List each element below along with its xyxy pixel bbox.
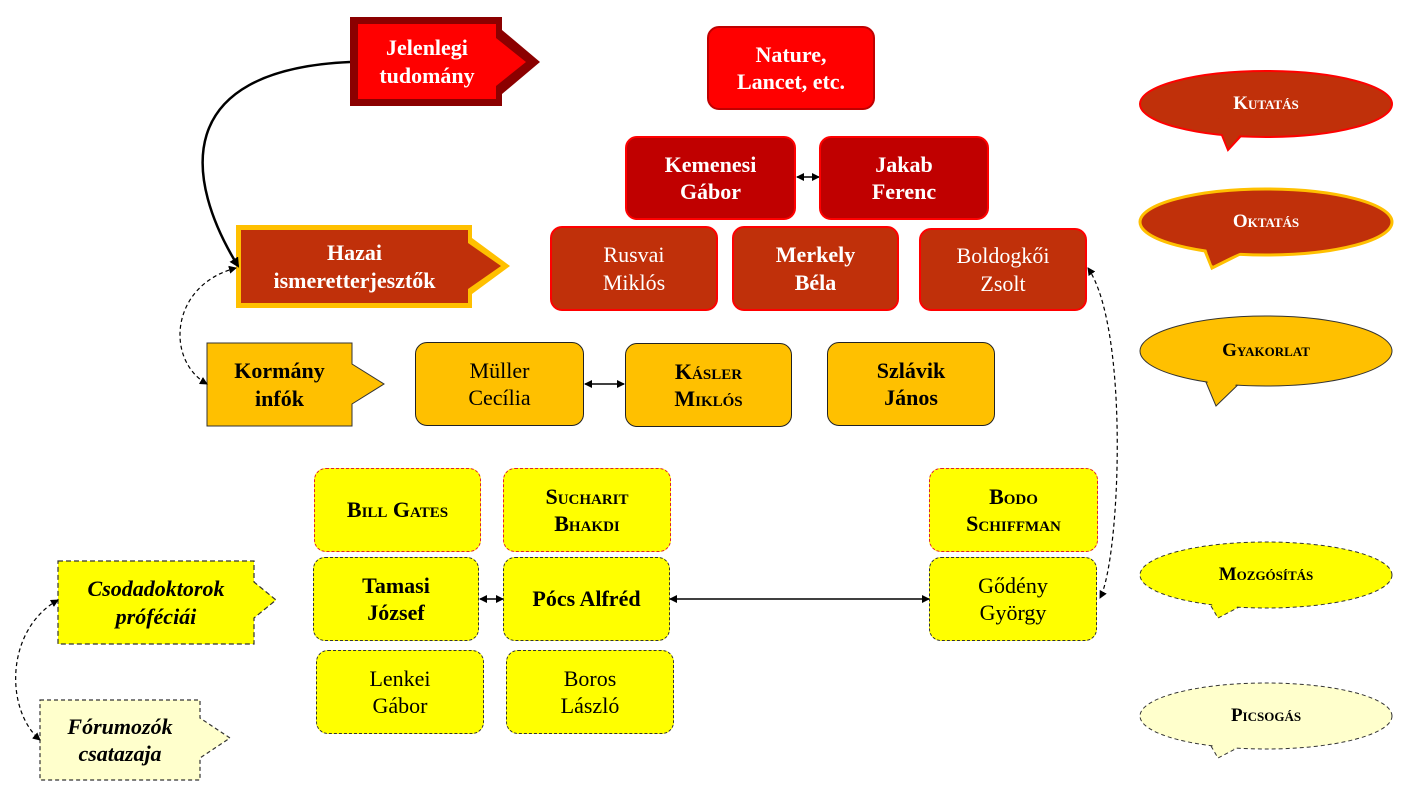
legend-bubble-mozgositas	[1139, 541, 1393, 619]
legend-bubble-gyakorlat	[1139, 315, 1393, 407]
box-bodo-schiffman: Bodo Schiffman	[929, 468, 1098, 552]
legend-oktatas: Oktatás	[1232, 211, 1300, 232]
csoda-arrow-shape	[57, 560, 277, 645]
box-kemenesi-gabor: Kemenesi Gábor	[625, 136, 796, 220]
kormany-arrow-shape	[206, 342, 385, 427]
box-bill-gates: Bill Gates	[314, 468, 481, 552]
box-boros-laszlo: Boros László	[506, 650, 674, 734]
box-kasler-miklos: Kásler Miklós	[625, 343, 792, 427]
connector-boldogkoi-godeny	[1087, 267, 1118, 599]
connector-csoda-forum	[15, 599, 59, 741]
label-hazai-ismeretterjesztok: Hazai ismeretterjesztők	[273, 240, 436, 293]
box-jakab-ferenc: Jakab Ferenc	[819, 136, 989, 220]
label-jelenlegi-tudomany: Jelenlegi tudomány	[379, 35, 475, 88]
legend-bubble-kutatas	[1139, 70, 1393, 152]
connector-jelenlegi-hazai	[201, 60, 351, 268]
box-sucharit-bhakdi: Sucharit Bhakdi	[503, 468, 671, 552]
box-nature-lancet: Nature, Lancet, etc.	[707, 26, 875, 110]
box-szlavik-janos: Szlávik János	[827, 342, 995, 426]
label-csodadoktorok: Csodadoktorok próféciái	[87, 576, 225, 629]
box-tamasi-jozsef: Tamasi József	[313, 557, 479, 641]
box-boldogkoi-zsolt: Boldogkői Zsolt	[919, 228, 1087, 311]
legend-gyakorlat: Gyakorlat	[1222, 340, 1310, 361]
legend-picsogas: Picsogás	[1230, 705, 1302, 726]
box-pocs-alfred: Pócs Alfréd	[503, 557, 670, 641]
box-lenkei-gabor: Lenkei Gábor	[316, 650, 484, 734]
legend-bubble-oktatas	[1138, 187, 1394, 271]
box-muller-cecilia: Müller Cecília	[415, 342, 584, 426]
legend-bubble-picsogas	[1139, 682, 1393, 759]
hazai-arrow-shape	[236, 225, 510, 308]
legend-kutatas: Kutatás	[1233, 93, 1299, 114]
box-rusvai-miklos: Rusvai Miklós	[550, 226, 718, 311]
label-forumozok: Fórumozók csatazaja	[67, 713, 173, 767]
forum-arrow-shape	[39, 699, 232, 781]
box-merkely-bela: Merkely Béla	[732, 226, 899, 311]
connector-hazai-kormany	[179, 265, 237, 385]
jelenlegi-arrow-shape	[350, 17, 540, 106]
box-godeny-gyorgy: Gődény György	[929, 557, 1097, 641]
legend-mozgositas: Mozgósítás	[1218, 564, 1314, 585]
label-kormany-infok: Kormány infók	[234, 358, 325, 411]
